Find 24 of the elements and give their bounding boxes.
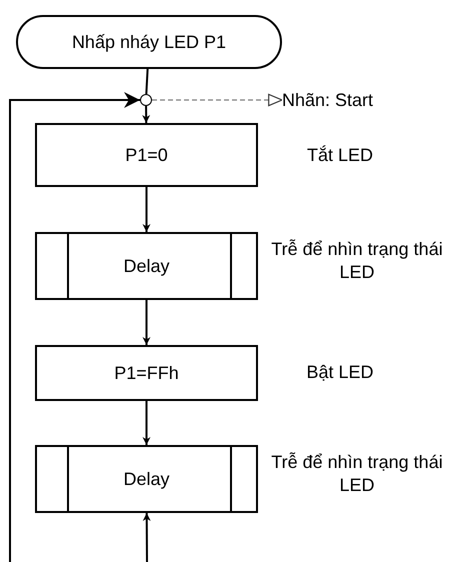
arrow — [142, 300, 150, 345]
subroutine-box — [35, 445, 258, 513]
process-box — [35, 123, 258, 187]
label-text: Nhãn: Start — [282, 90, 374, 110]
dashed-arrow — [152, 94, 283, 106]
node-label: P1=FFh — [114, 362, 179, 384]
arrow — [142, 187, 150, 232]
terminal-box — [16, 15, 282, 69]
connector-circle — [140, 94, 152, 106]
node-label: Delay — [123, 468, 170, 490]
arrow — [9, 92, 140, 562]
annotation-text: Trễ để nhìn trạng thái LED — [270, 238, 444, 284]
node-label: Nhấp nháy LED P1 — [72, 32, 226, 52]
subroutine-box — [35, 232, 258, 300]
arrow — [142, 513, 151, 562]
node-label: P1=0 — [125, 144, 168, 166]
annotation-text: Trễ để nhìn trạng thái LED — [270, 451, 444, 498]
arrow — [142, 401, 150, 445]
connector-line — [145, 68, 149, 94]
arrow — [142, 106, 150, 124]
annotation-text: Bật LED — [305, 361, 375, 384]
node-label: Delay — [123, 256, 170, 276]
annotation-text: Tắt LED — [306, 144, 374, 167]
process-box — [35, 345, 258, 401]
